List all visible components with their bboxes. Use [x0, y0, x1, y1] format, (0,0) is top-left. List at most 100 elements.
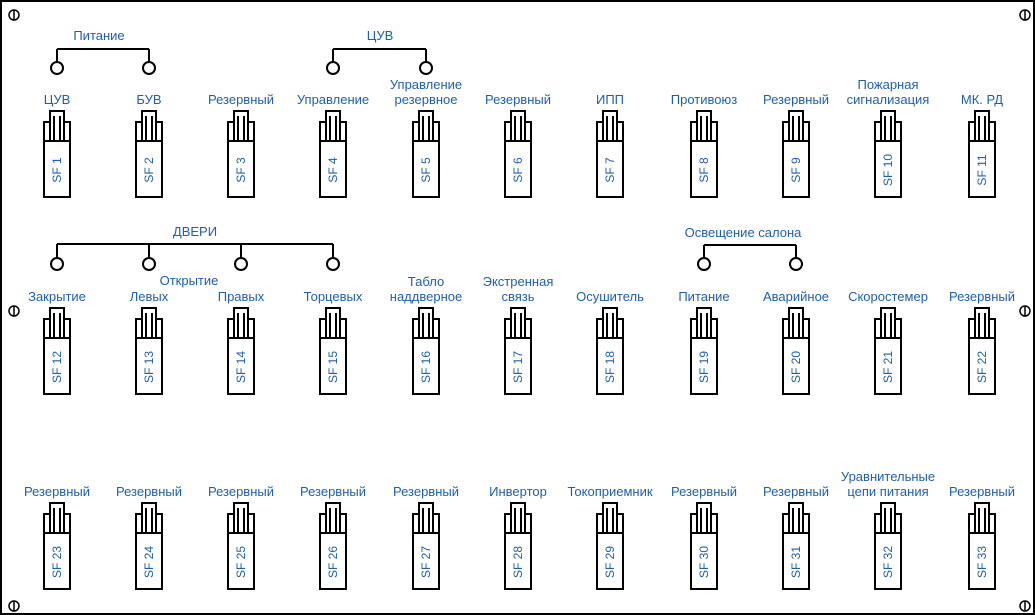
breaker-label: ЦУВ [43, 92, 71, 107]
group-title-osveshchenie: Освещение салона [684, 225, 802, 240]
circuit-breaker-sf13[interactable]: SF 13 [135, 307, 163, 395]
breaker-code: SF 14 [234, 350, 248, 384]
breaker-label: Резервный [948, 484, 1016, 499]
terminal-dot [142, 61, 156, 75]
breaker-label: Резервный [392, 484, 460, 499]
breaker-label: Скоростемер [848, 289, 928, 304]
group-title-dveri: ДВЕРИ [172, 224, 218, 239]
circuit-breaker-sf19[interactable]: SF 19 [690, 307, 718, 395]
breaker-code: SF 7 [603, 157, 617, 183]
circuit-breaker-sf12[interactable]: SF 12 [43, 307, 71, 395]
breaker-code: SF 19 [697, 350, 711, 384]
breaker-label: Противоюз [670, 92, 738, 107]
screw-icon [1019, 304, 1031, 317]
circuit-breaker-sf31[interactable]: SF 31 [782, 502, 810, 590]
circuit-breaker-sf18[interactable]: SF 18 [596, 307, 624, 395]
circuit-breaker-sf6[interactable]: SF 6 [504, 110, 532, 198]
circuit-breaker-sf7[interactable]: SF 7 [596, 110, 624, 198]
breaker-label: Резервный [948, 289, 1016, 304]
breaker-label: МК. РД [960, 92, 1004, 107]
breaker-label: ИПП [595, 92, 625, 107]
breaker-label: Резервный [762, 484, 830, 499]
circuit-breaker-sf8[interactable]: SF 8 [690, 110, 718, 198]
breaker-code: SF 32 [881, 545, 895, 579]
breaker-code: SF 1 [50, 157, 64, 183]
circuit-breaker-sf24[interactable]: SF 24 [135, 502, 163, 590]
circuit-breaker-sf5[interactable]: SF 5 [412, 110, 440, 198]
screw-icon [1019, 599, 1031, 612]
circuit-breaker-sf3[interactable]: SF 3 [227, 110, 255, 198]
circuit-breaker-sf21[interactable]: SF 21 [874, 307, 902, 395]
group-title-otkrytie: Открытие [159, 273, 219, 288]
breaker-label: Резервный [484, 92, 552, 107]
breaker-code: SF 24 [142, 545, 156, 579]
breaker-label: Токоприемник [567, 484, 653, 499]
breaker-label: Резервный [207, 92, 275, 107]
breaker-code: SF 9 [789, 157, 803, 183]
breaker-code: SF 30 [697, 545, 711, 579]
group-title-pitanie: Питание [73, 28, 125, 43]
breaker-label: Резервный [299, 484, 367, 499]
circuit-breaker-sf26[interactable]: SF 26 [319, 502, 347, 590]
circuit-breaker-sf14[interactable]: SF 14 [227, 307, 255, 395]
breaker-code: SF 20 [789, 350, 803, 384]
breaker-label: Инвертор [489, 484, 547, 499]
screw-icon [8, 599, 20, 612]
breaker-label: Резервный [207, 484, 275, 499]
breaker-code: SF 4 [326, 157, 340, 183]
circuit-breaker-sf30[interactable]: SF 30 [690, 502, 718, 590]
circuit-breaker-sf32[interactable]: SF 32 [874, 502, 902, 590]
terminal-dot [419, 61, 433, 75]
breaker-label: Резервный [115, 484, 183, 499]
breaker-code: SF 6 [511, 157, 525, 183]
screw-icon [8, 304, 20, 317]
breaker-code: SF 33 [975, 545, 989, 579]
breaker-code: SF 2 [142, 157, 156, 183]
breaker-code: SF 22 [975, 350, 989, 384]
circuit-breaker-sf4[interactable]: SF 4 [319, 110, 347, 198]
breaker-label: Осушитель [576, 289, 644, 304]
group-title-tsuv: ЦУВ [366, 28, 394, 43]
breaker-label: Закрытие [28, 289, 86, 304]
circuit-breaker-sf11[interactable]: SF 11 [968, 110, 996, 198]
circuit-breaker-sf17[interactable]: SF 17 [504, 307, 532, 395]
breaker-code: SF 31 [789, 545, 803, 579]
terminal-dot [50, 61, 64, 75]
circuit-breaker-sf20[interactable]: SF 20 [782, 307, 810, 395]
circuit-breaker-sf29[interactable]: SF 29 [596, 502, 624, 590]
breaker-label: Питание [678, 289, 730, 304]
breaker-label: Аварийное [762, 289, 830, 304]
circuit-breaker-sf9[interactable]: SF 9 [782, 110, 810, 198]
breaker-label: Резервный [23, 484, 91, 499]
screw-icon [8, 8, 20, 21]
breaker-code: SF 12 [50, 350, 64, 384]
circuit-breaker-sf1[interactable]: SF 1 [43, 110, 71, 198]
terminal-dot [697, 257, 711, 271]
circuit-breaker-sf28[interactable]: SF 28 [504, 502, 532, 590]
circuit-breaker-sf15[interactable]: SF 15 [319, 307, 347, 395]
breaker-label: Резервный [762, 92, 830, 107]
terminal-dot [326, 61, 340, 75]
circuit-breaker-sf25[interactable]: SF 25 [227, 502, 255, 590]
breaker-code: SF 28 [511, 545, 525, 579]
breaker-code: SF 25 [234, 545, 248, 579]
circuit-breaker-sf22[interactable]: SF 22 [968, 307, 996, 395]
breaker-label: Правых [217, 289, 265, 304]
breaker-code: SF 13 [142, 350, 156, 384]
circuit-breaker-sf2[interactable]: SF 2 [135, 110, 163, 198]
circuit-breaker-sf33[interactable]: SF 33 [968, 502, 996, 590]
circuit-breaker-sf16[interactable]: SF 16 [412, 307, 440, 395]
circuit-breaker-sf10[interactable]: SF 10 [874, 110, 902, 198]
circuit-breaker-sf23[interactable]: SF 23 [43, 502, 71, 590]
breaker-code: SF 16 [419, 350, 433, 384]
terminal-dot [789, 257, 803, 271]
circuit-breaker-sf27[interactable]: SF 27 [412, 502, 440, 590]
breaker-code: SF 29 [603, 545, 617, 579]
breaker-code: SF 27 [419, 545, 433, 579]
